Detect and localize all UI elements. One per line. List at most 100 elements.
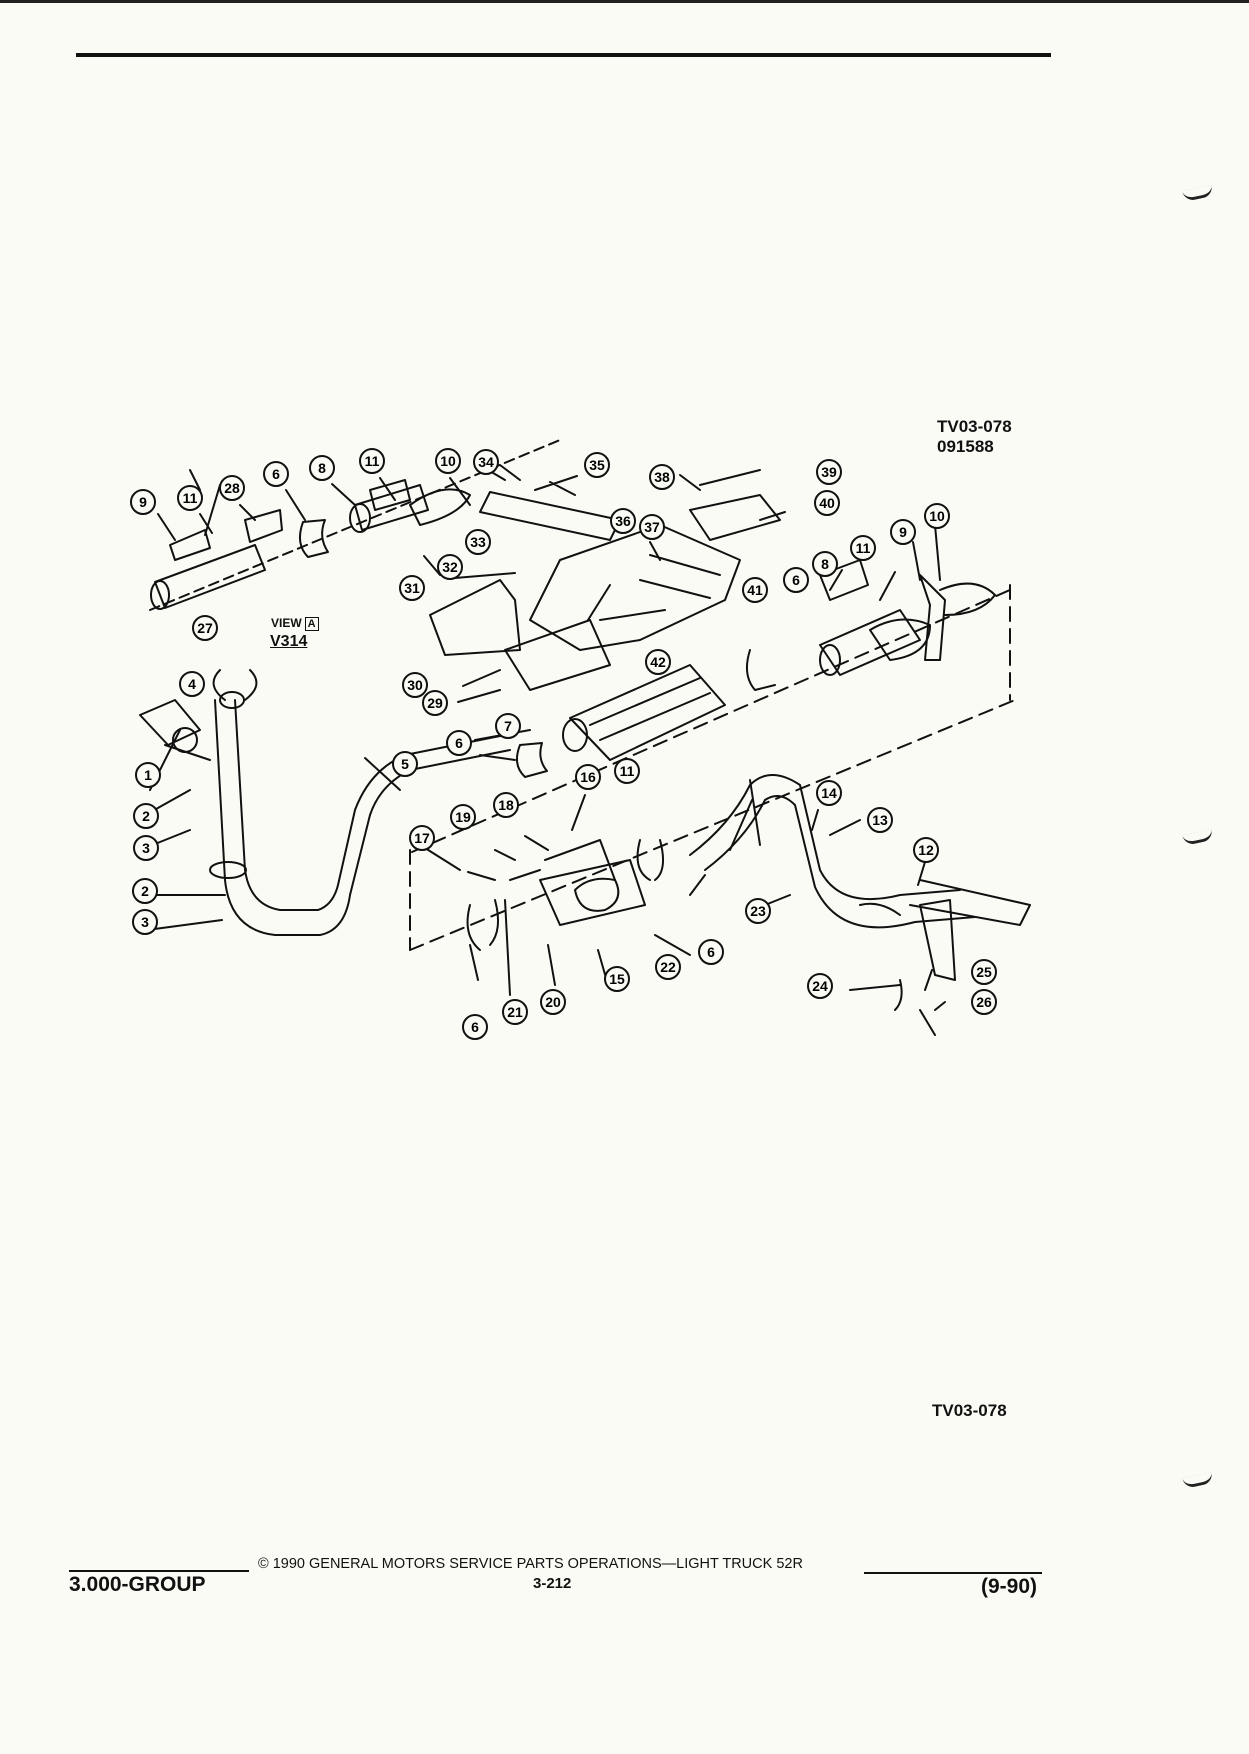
callout-number: 8 — [821, 556, 829, 572]
callout-number: 15 — [609, 971, 625, 987]
callout-number: 6 — [792, 572, 800, 588]
callout-number: 6 — [272, 466, 280, 482]
callout-circle — [814, 490, 840, 516]
callout-number: 39 — [821, 464, 837, 480]
callout-number: 35 — [589, 457, 605, 473]
callout-number: 3 — [142, 840, 150, 856]
callout-circle — [192, 615, 218, 641]
callout-circle — [402, 672, 428, 698]
front-exhaust-pipe — [139, 669, 511, 936]
callout-circle — [783, 567, 809, 593]
callout-number: 24 — [812, 978, 828, 994]
footer-page-number: 3-212 — [533, 1575, 572, 1592]
view-reference: V314 — [270, 633, 308, 650]
callout-number: 13 — [872, 812, 888, 828]
callout-circle — [575, 764, 601, 790]
callout-circle — [446, 730, 472, 756]
callout-circle — [645, 649, 671, 675]
callout-number: 28 — [224, 480, 240, 496]
footer-group: 3.000-GROUP — [69, 1573, 206, 1596]
callout-circle — [177, 485, 203, 511]
callout-number: 30 — [407, 677, 423, 693]
footer-revision: (9-90) — [981, 1575, 1038, 1598]
callout-circle — [435, 448, 461, 474]
callout-circle — [462, 1014, 488, 1040]
callout-number: 3 — [141, 914, 149, 930]
callout-number: 12 — [918, 842, 934, 858]
callout-circle — [816, 459, 842, 485]
callout-number: 22 — [660, 959, 676, 975]
callout-circle — [540, 989, 566, 1015]
callout-circle — [422, 690, 448, 716]
callout-number: 2 — [142, 808, 150, 824]
callout-number: 10 — [929, 508, 945, 524]
callout-circle — [179, 671, 205, 697]
callout-number: 6 — [707, 944, 715, 960]
callout-number: 11 — [365, 453, 380, 469]
callout-number: 6 — [455, 735, 463, 751]
view-marker: A — [304, 617, 319, 631]
callout-number: 23 — [750, 903, 766, 919]
callout-number: 5 — [401, 756, 409, 772]
callout-circle — [133, 803, 159, 829]
callout-circle — [698, 939, 724, 965]
callout-number: 11 — [620, 763, 635, 779]
callout-number: 36 — [615, 513, 631, 529]
drawing-code: TV03-078 — [937, 417, 1012, 436]
callout-circle — [132, 878, 158, 904]
callout-number: 9 — [899, 524, 907, 540]
callout-number: 42 — [650, 654, 666, 670]
callout-circle — [473, 449, 499, 475]
callout-circle — [450, 804, 476, 830]
callout-number: 14 — [821, 785, 837, 801]
callout-circle — [495, 713, 521, 739]
callout-circle — [639, 514, 665, 540]
callout-number: 29 — [427, 695, 443, 711]
drawing-date-code: 091588 — [937, 437, 994, 456]
rear-hanger-assembly — [745, 559, 996, 691]
callout-number: 7 — [504, 718, 512, 734]
callout-circle — [309, 455, 335, 481]
callout-number: 4 — [188, 676, 196, 692]
callout-number: 25 — [976, 964, 992, 980]
callout-number: 31 — [404, 580, 420, 596]
callout-number: 19 — [455, 809, 471, 825]
callout-number: 8 — [318, 460, 326, 476]
callout-circle — [850, 535, 876, 561]
callout-number: 20 — [545, 994, 561, 1010]
callout-circle — [502, 999, 528, 1025]
callout-number: 18 — [498, 797, 514, 813]
callout-circle — [890, 519, 916, 545]
callout-circle — [742, 577, 768, 603]
callout-circle — [409, 825, 435, 851]
callout-circle — [816, 780, 842, 806]
callout-circle — [392, 751, 418, 777]
footer-rule-left — [69, 1570, 249, 1572]
callout-circle — [655, 954, 681, 980]
callout-circle — [584, 452, 610, 478]
callout-circle — [130, 489, 156, 515]
rear-tailpipe — [689, 774, 1031, 1036]
callout-circle — [924, 503, 950, 529]
callout-circle — [649, 464, 675, 490]
callout-number: 40 — [819, 495, 835, 511]
callout-circle — [132, 909, 158, 935]
callout-number: 10 — [440, 453, 456, 469]
callout-circle — [913, 837, 939, 863]
callout-number: 11 — [856, 540, 871, 556]
callout-circle — [219, 475, 245, 501]
callout-number: 33 — [470, 534, 486, 550]
callout-circle — [610, 508, 636, 534]
footer-rule-right — [864, 1572, 1042, 1574]
callout-number: 34 — [478, 454, 494, 470]
header-rule — [76, 53, 1051, 57]
callout-circle — [971, 989, 997, 1015]
callout-circle — [359, 448, 385, 474]
callout-circle — [437, 554, 463, 580]
callout-number: 16 — [580, 769, 596, 785]
front-converter-assembly — [466, 779, 761, 951]
upper-left-pipe-assembly — [150, 479, 471, 610]
